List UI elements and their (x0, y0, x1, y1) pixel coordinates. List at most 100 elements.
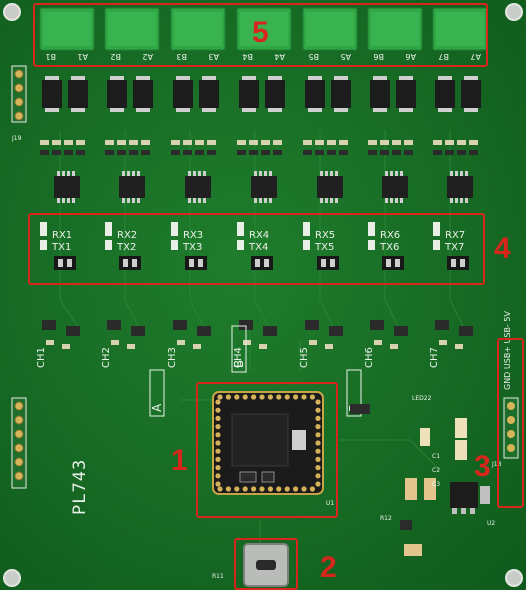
resistor (111, 340, 119, 345)
diode-pad (399, 76, 413, 80)
transistor (173, 320, 187, 330)
ic-pin (269, 171, 272, 176)
resistor (117, 150, 126, 155)
ic-pin (67, 171, 70, 176)
resistor (368, 150, 377, 155)
callout-label-5: 5 (252, 16, 269, 49)
terminal-face-1 (43, 12, 91, 46)
j18-label: J18 (491, 461, 502, 468)
ic-pin (455, 198, 458, 203)
resistor (455, 344, 463, 349)
ic-pin (127, 198, 130, 203)
callout-label-3: 3 (474, 450, 491, 483)
connector-label-A6: A6 (405, 52, 416, 61)
transceiver-ic (119, 176, 145, 198)
resistor (105, 150, 114, 155)
diode-pad (334, 108, 348, 112)
diode-pad (71, 76, 85, 80)
channel-label-5: CH5 (299, 347, 310, 368)
castellated-pad (315, 407, 321, 413)
ic-pin (385, 171, 388, 176)
resistor (433, 140, 442, 145)
rx-label-7: RX7 (445, 230, 465, 241)
status-led (368, 222, 375, 236)
diode-pad (308, 108, 322, 112)
ic-pin (72, 198, 75, 203)
ic-pin (203, 198, 206, 203)
resistor (76, 150, 85, 155)
voltage-regulator (450, 482, 490, 514)
transistor (370, 320, 384, 330)
diode-pad (71, 108, 85, 112)
resistor (243, 340, 251, 345)
diode-pad (136, 108, 150, 112)
castellated-pad (215, 399, 221, 405)
resistor (261, 140, 270, 145)
transistor (435, 320, 449, 330)
ic-pin (450, 198, 453, 203)
diode-pad (268, 108, 282, 112)
castellated-pad (215, 407, 221, 413)
rx-label-1: RX1 (52, 230, 72, 241)
u2-label: U2 (487, 520, 495, 527)
ic-pin (57, 198, 60, 203)
led22-label: LED22 (412, 395, 432, 402)
status-led (433, 222, 440, 236)
tx-label-5: TX5 (314, 242, 334, 253)
resistor (52, 140, 61, 145)
resistor (207, 140, 216, 145)
resistor (327, 140, 336, 145)
callout-box-power-header (497, 338, 524, 508)
channel-label-1: CH1 (36, 347, 47, 368)
resistor (183, 150, 192, 155)
mounting-hole-br (505, 569, 523, 587)
castellated-pad (215, 481, 221, 487)
jumper-pin (395, 259, 400, 267)
resistor (117, 140, 126, 145)
ic-pin (320, 198, 323, 203)
transistor (394, 326, 408, 336)
transceiver-ic (251, 176, 277, 198)
tvs-diode (239, 80, 259, 108)
castellated-pad (309, 486, 315, 492)
r11-label: R11 (212, 573, 224, 580)
ic-pin (395, 171, 398, 176)
resistor (171, 140, 180, 145)
ic-pin (132, 198, 135, 203)
connector-label-A2: A2 (142, 52, 153, 61)
ic-pin (57, 171, 60, 176)
ic-pin (132, 171, 135, 176)
ic-pin (330, 198, 333, 203)
resistor (380, 140, 389, 145)
jumper-pin (255, 259, 260, 267)
terminal-face-2 (108, 12, 156, 46)
ic-pin (62, 171, 65, 176)
callout-box-connectors (33, 3, 488, 67)
ic-pin (254, 171, 257, 176)
castellated-pad (234, 394, 240, 400)
resistor (273, 140, 282, 145)
power-header-label: GND USB+ USB- 5V (503, 311, 512, 390)
diode-pad (373, 76, 387, 80)
connector-label-B6: B6 (373, 52, 384, 61)
resistor (303, 150, 312, 155)
diode-pad (308, 76, 322, 80)
tvs-diode (68, 80, 88, 108)
bus-label-box-2 (231, 325, 247, 373)
resistor (339, 150, 348, 155)
tvs-diode (461, 80, 481, 108)
mounting-hole-tl (3, 3, 21, 21)
transistor (42, 320, 56, 330)
board-model-label: PL743 (70, 458, 90, 515)
power-header (503, 397, 519, 459)
resistor (445, 150, 454, 155)
ic-pin (67, 198, 70, 203)
connector-label-B1: B1 (45, 52, 56, 61)
diode-pad (464, 108, 478, 112)
diode-pad (438, 76, 452, 80)
rx-label-4: RX4 (249, 230, 269, 241)
resistor (195, 140, 204, 145)
ic-pin (320, 171, 323, 176)
castellated-pad (284, 486, 290, 492)
